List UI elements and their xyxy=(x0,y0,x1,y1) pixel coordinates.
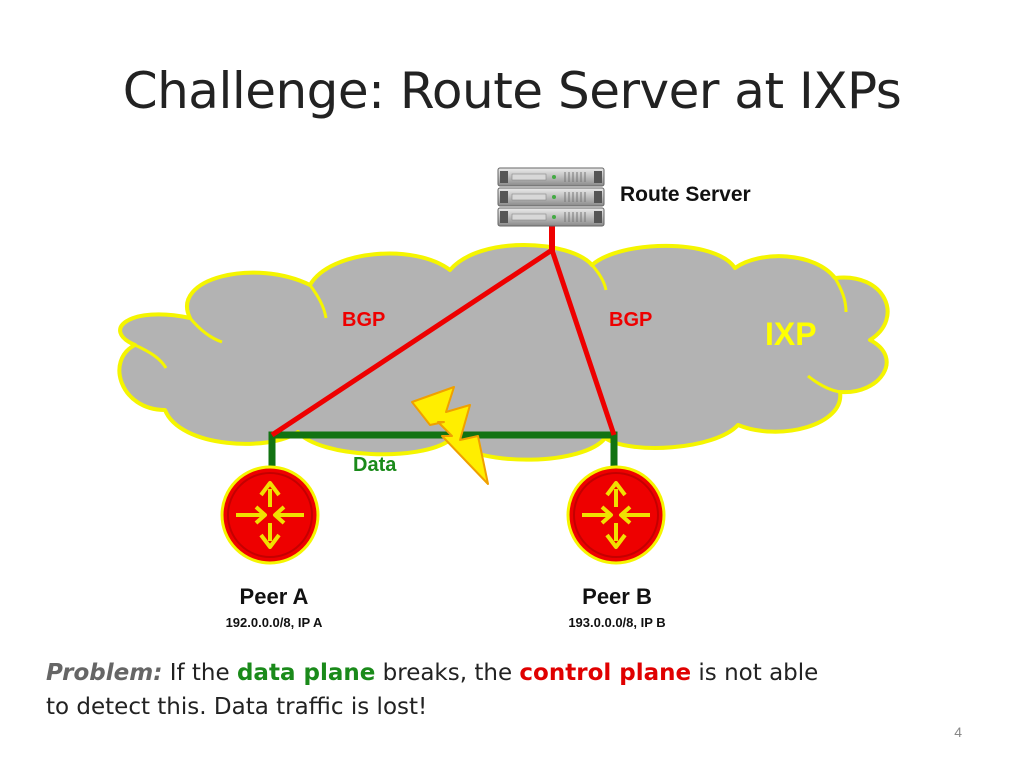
problem-text-1: If the xyxy=(162,660,237,686)
bgp-line-peer-b xyxy=(549,249,617,436)
route-server-label: Route Server xyxy=(620,183,751,206)
peer-b-name: Peer B xyxy=(582,584,652,609)
problem-lead: Problem: xyxy=(46,660,163,686)
lightning-icon xyxy=(411,386,489,485)
peer-b-detail: 193.0.0.0/8, IP B xyxy=(568,615,665,630)
problem-text-3: is not able to detect this. Data traffic… xyxy=(46,660,819,720)
data-plane-term: data plane xyxy=(236,660,376,686)
ixp-label: IXP xyxy=(765,316,817,352)
slide-title: Challenge: Route Server at IXPs xyxy=(122,62,902,120)
router-icon xyxy=(220,465,320,565)
router-icon xyxy=(566,465,666,565)
bgp-label-right: BGP xyxy=(609,309,652,331)
control-plane-term: control plane xyxy=(519,660,692,686)
peer-a-name: Peer A xyxy=(240,584,309,609)
data-label: Data xyxy=(353,454,397,476)
page-number: 4 xyxy=(954,724,962,740)
bgp-sessions xyxy=(270,225,617,438)
problem-statement: Problem: If the data plane breaks, the c… xyxy=(46,656,846,724)
peer-a-detail: 192.0.0.0/8, IP A xyxy=(226,615,323,630)
problem-text-2: breaks, the xyxy=(375,660,520,686)
bgp-line-peer-a xyxy=(270,247,554,438)
ixp-cloud xyxy=(117,243,890,462)
bgp-label-left: BGP xyxy=(342,309,385,331)
server-icon xyxy=(497,167,605,227)
